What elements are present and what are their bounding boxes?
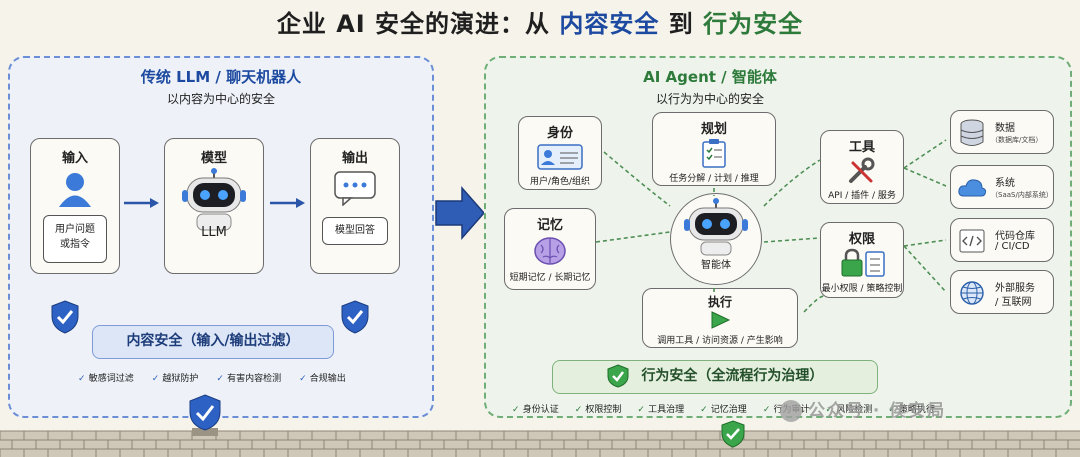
wechat-icon — [780, 400, 802, 422]
agent-panel-title: AI Agent / 智能体 — [643, 68, 777, 86]
user-icon — [59, 173, 91, 207]
output-card: 输出 模型回答 — [310, 138, 400, 274]
output-note: 模型回答 — [322, 217, 388, 245]
feature-item: 合规输出 — [299, 371, 346, 384]
input-card: 输入 用户问题 或指令 — [30, 138, 120, 274]
robot-icon — [684, 198, 748, 256]
feature-item: 权限控制 — [575, 402, 621, 415]
play-icon — [711, 311, 731, 329]
agent-panel-subtitle: 以行为为中心的安全 — [655, 92, 764, 106]
feature-item: 越狱防护 — [152, 371, 198, 384]
arrow-icon — [270, 198, 305, 208]
feature-item: 有害内容检测 — [216, 371, 281, 384]
feature-item: 敏感词过滤 — [78, 371, 134, 384]
feature-item: 记忆治理 — [700, 402, 747, 415]
shield-check-icon — [51, 300, 79, 334]
identity-card: 身份 用户/角色/组织 — [518, 116, 602, 190]
feature-item: 工具治理 — [637, 402, 684, 415]
chat-bubble-icon — [334, 171, 376, 207]
agent-node: 智能体 — [670, 193, 762, 285]
resource-card-system: 系统 （SaaS/内部系统） — [950, 165, 1054, 209]
shield-check-icon — [341, 300, 369, 334]
brain-icon — [534, 237, 566, 265]
content-security-bar: 内容安全（输入/输出过滤） — [92, 325, 334, 359]
llm-panel-subtitle: 以内容为中心的安全 — [166, 92, 275, 106]
wrench-icon — [849, 157, 875, 183]
memory-card: 记忆 短期记忆 / 长期记忆 — [504, 208, 596, 290]
database-icon — [960, 119, 984, 146]
tools-card: 工具 API / 插件 / 服务 — [820, 130, 904, 204]
clipboard-icon — [702, 139, 726, 168]
lock-icon — [841, 248, 885, 277]
watermark: 公众号 · 侯安局 — [780, 396, 946, 422]
resource-card-data: 数据 （数据库/文档） — [950, 110, 1054, 154]
execute-card: 执行 调用工具 / 访问资源 / 产生影响 — [642, 288, 798, 348]
content-security-features: 敏感词过滤 越狱防护 有害内容检测 合规输出 — [78, 371, 346, 384]
input-note: 用户问题 或指令 — [43, 215, 107, 263]
id-card-icon — [537, 144, 583, 170]
cloud-icon — [958, 179, 987, 197]
resource-card-external: 外部服务 / 互联网 — [950, 270, 1054, 314]
globe-icon — [960, 281, 984, 305]
resource-card-repo: 代码仓库 / CI/CD — [950, 218, 1054, 262]
page-title: 企业 AI 安全的演进：从 内容安全 到 行为安全 — [276, 10, 804, 38]
planning-card: 规划 任务分解 / 计划 / 推理 — [652, 112, 776, 186]
llm-panel-title: 传统 LLM / 聊天机器人 — [140, 68, 302, 86]
robot-icon — [182, 168, 246, 231]
connector-lines — [595, 139, 947, 313]
feature-item: 身份认证 — [512, 402, 559, 415]
big-arrow-icon — [435, 186, 485, 240]
arrow-icon — [124, 198, 159, 208]
shield-check-icon — [607, 364, 629, 388]
shield-check-icon — [721, 420, 745, 448]
behavior-security-bar: 行为安全（全流程行为治理） — [552, 360, 878, 394]
code-icon — [959, 229, 985, 253]
wall-fence — [0, 430, 1080, 457]
shield-check-icon — [189, 394, 221, 436]
permission-card: 权限 最小权限 / 策略控制 — [820, 222, 904, 298]
feature-item: 策略执行 — [888, 402, 935, 415]
llm-label: LLM — [201, 225, 227, 240]
model-card: 模型 LLM — [164, 138, 264, 274]
feature-item: 风险检测 — [826, 402, 872, 415]
